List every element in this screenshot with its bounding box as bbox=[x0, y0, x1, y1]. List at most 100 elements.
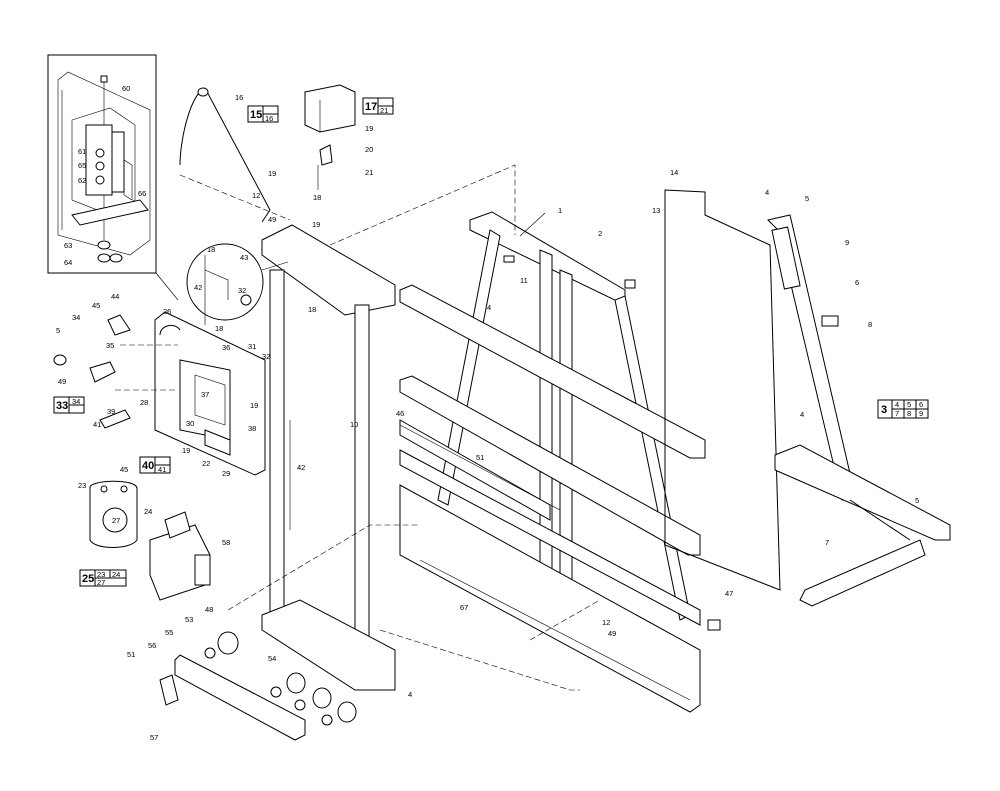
callout: 46 bbox=[396, 409, 404, 418]
callout: 48 bbox=[205, 605, 213, 614]
callout: 47 bbox=[725, 589, 733, 598]
callout: 13 bbox=[652, 206, 660, 215]
callout: 19 bbox=[182, 446, 190, 455]
callout: 24 bbox=[144, 507, 152, 516]
svg-text:21: 21 bbox=[380, 106, 388, 115]
callout: 45 bbox=[120, 465, 128, 474]
svg-text:23: 23 bbox=[97, 570, 105, 579]
callout: 35 bbox=[106, 341, 114, 350]
callout: 1 bbox=[558, 206, 562, 215]
callout: 18 bbox=[313, 193, 321, 202]
callout: 6 bbox=[855, 278, 859, 287]
callout: 9 bbox=[845, 238, 849, 247]
callout: 42 bbox=[194, 283, 202, 292]
carriage-plate bbox=[154, 311, 266, 476]
svg-text:17: 17 bbox=[365, 101, 377, 113]
callout: 60 bbox=[122, 84, 130, 93]
callout: 19 bbox=[250, 401, 258, 410]
base-bar bbox=[159, 631, 357, 741]
callout: 4 bbox=[800, 410, 804, 419]
callout: 39 bbox=[107, 407, 115, 416]
svg-text:4: 4 bbox=[895, 400, 899, 409]
callout: 20 bbox=[365, 145, 373, 154]
kit-box-25: 25 23 24 27 bbox=[79, 569, 127, 587]
svg-text:15: 15 bbox=[250, 109, 262, 121]
callout: 51 bbox=[476, 453, 484, 462]
callout: 32 bbox=[262, 352, 270, 361]
callout-labels: 1 2 4 4 4 4 5 5 5 6 7 8 9 10 11 12 12 13… bbox=[56, 84, 919, 742]
callout: 5 bbox=[805, 194, 809, 203]
callout: 64 bbox=[64, 258, 72, 267]
callout: 4 bbox=[408, 690, 412, 699]
callout: 27 bbox=[112, 516, 120, 525]
callout: 18 bbox=[308, 305, 316, 314]
callout: 7 bbox=[825, 538, 829, 547]
callout: 29 bbox=[222, 469, 230, 478]
center-column bbox=[261, 224, 396, 691]
callout: 19 bbox=[365, 124, 373, 133]
inset-detail bbox=[47, 54, 179, 301]
a-frame-assembly bbox=[399, 211, 721, 713]
svg-text:40: 40 bbox=[142, 460, 154, 472]
callout: 19 bbox=[268, 169, 276, 178]
callout: 34 bbox=[72, 313, 80, 322]
leader-lines-thin bbox=[519, 212, 546, 237]
kit-box-17: 17 21 bbox=[362, 97, 394, 115]
reference-lines bbox=[115, 164, 601, 691]
callout: 16 bbox=[235, 93, 243, 102]
svg-text:27: 27 bbox=[97, 578, 105, 587]
callout: 5 bbox=[56, 326, 60, 335]
zoom-detail bbox=[186, 243, 289, 325]
callout: 37 bbox=[201, 390, 209, 399]
callout: 14 bbox=[670, 168, 678, 177]
callout: 18 bbox=[207, 245, 215, 254]
svg-text:5: 5 bbox=[907, 400, 911, 409]
svg-text:6: 6 bbox=[919, 400, 923, 409]
callout: 67 bbox=[460, 603, 468, 612]
motor-box bbox=[304, 84, 356, 190]
rear-panel bbox=[664, 189, 781, 591]
svg-text:41: 41 bbox=[158, 465, 166, 474]
svg-text:3: 3 bbox=[881, 404, 887, 416]
clamp bbox=[89, 480, 138, 548]
callout: 42 bbox=[297, 463, 305, 472]
callout: 38 bbox=[248, 424, 256, 433]
side-stand bbox=[767, 214, 951, 607]
callout: 58 bbox=[222, 538, 230, 547]
motor bbox=[149, 511, 211, 601]
callout: 8 bbox=[868, 320, 872, 329]
wire-hook bbox=[179, 87, 271, 223]
callout: 66 bbox=[138, 189, 146, 198]
callout: 21 bbox=[365, 168, 373, 177]
callout: 49 bbox=[58, 377, 66, 386]
svg-text:25: 25 bbox=[82, 573, 94, 585]
callout: 62 bbox=[78, 176, 86, 185]
callout: 51 bbox=[127, 650, 135, 659]
callout: 12 bbox=[602, 618, 610, 627]
callout: 4 bbox=[765, 188, 769, 197]
kit-box-3: 3 4 5 6 7 8 9 bbox=[877, 399, 929, 419]
svg-text:9: 9 bbox=[919, 409, 923, 418]
callout: 36 bbox=[222, 343, 230, 352]
svg-text:8: 8 bbox=[907, 409, 911, 418]
callout: 11 bbox=[520, 276, 528, 285]
callout: 22 bbox=[202, 459, 210, 468]
callout: 23 bbox=[78, 481, 86, 490]
callout: 41 bbox=[93, 420, 101, 429]
callout: 10 bbox=[350, 420, 358, 429]
svg-text:33: 33 bbox=[56, 400, 68, 412]
callout: 12 bbox=[252, 191, 260, 200]
svg-text:24: 24 bbox=[112, 570, 120, 579]
callout: 49 bbox=[608, 629, 616, 638]
callout: 61 bbox=[78, 147, 86, 156]
kit-box-33: 33 34 bbox=[53, 396, 85, 414]
callout: 56 bbox=[148, 641, 156, 650]
callout: 26 bbox=[163, 307, 171, 316]
svg-text:34: 34 bbox=[72, 397, 80, 406]
callout: 65 bbox=[78, 161, 86, 170]
left-parts bbox=[53, 314, 131, 429]
callout: 49 bbox=[268, 215, 276, 224]
callout: 19 bbox=[312, 220, 320, 229]
